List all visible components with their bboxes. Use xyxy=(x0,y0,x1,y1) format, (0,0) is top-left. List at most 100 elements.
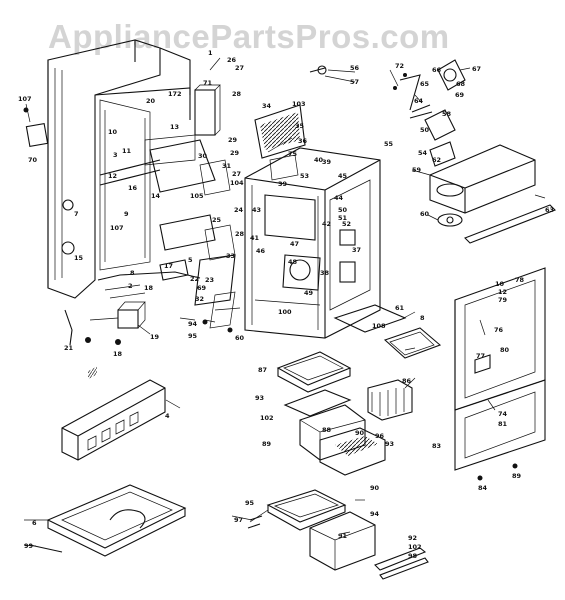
part-label: 107 xyxy=(18,95,32,103)
part-label: 103 xyxy=(292,100,306,108)
part-label: 18 xyxy=(144,284,154,292)
cabinet-shell xyxy=(23,39,201,346)
part-label: 55 xyxy=(384,140,394,148)
part-label: 90 xyxy=(370,484,380,492)
part-label: 95 xyxy=(188,332,198,340)
part-label: 104 xyxy=(230,179,244,187)
part-label: 47 xyxy=(290,240,299,248)
part-label: 95 xyxy=(245,499,255,507)
part-label: 13 xyxy=(170,123,179,131)
part-label: 46 xyxy=(256,247,266,255)
part-label: 6 xyxy=(32,519,37,527)
part-label: 93 xyxy=(255,394,264,402)
part-label: 17 xyxy=(164,262,173,270)
part-label: 97 xyxy=(234,516,243,524)
part-label: 24 xyxy=(234,206,244,214)
part-label: 45 xyxy=(338,172,348,180)
part-label: 14 xyxy=(151,192,161,200)
part-label: 98 xyxy=(408,552,418,560)
part-label: 74 xyxy=(498,410,508,418)
part-label: 15 xyxy=(74,254,84,262)
part-label: 48 xyxy=(288,258,298,266)
part-label: 65 xyxy=(420,80,430,88)
part-label: 19 xyxy=(150,333,160,341)
freezer-liner xyxy=(244,147,381,339)
part-label: 29 xyxy=(230,149,240,157)
part-label: 89 xyxy=(512,472,522,480)
part-label: 53 xyxy=(300,172,309,180)
part-label: 40 xyxy=(314,156,324,164)
part-label: 12 xyxy=(498,288,507,296)
control-parts xyxy=(149,84,236,333)
part-label: 12 xyxy=(108,172,117,180)
part-label: 60 xyxy=(235,334,245,342)
part-label: 70 xyxy=(28,156,38,164)
part-label: 69 xyxy=(197,284,207,292)
part-label: 107 xyxy=(110,224,124,232)
grille-and-pan xyxy=(29,366,187,557)
part-label: 93 xyxy=(385,440,394,448)
part-label: 81 xyxy=(498,420,508,428)
part-label: 32 xyxy=(195,295,204,303)
part-label: 34 xyxy=(262,102,272,110)
part-label: 89 xyxy=(262,440,272,448)
part-label: 58 xyxy=(442,110,452,118)
part-label: 76 xyxy=(494,326,504,334)
part-label: 31 xyxy=(222,162,232,170)
part-label: 52 xyxy=(342,220,351,228)
part-label: 75 xyxy=(288,150,298,158)
part-label: 39 xyxy=(278,180,288,188)
part-label: 50 xyxy=(420,126,430,134)
part-label: 102 xyxy=(408,543,422,551)
part-label: 21 xyxy=(64,344,74,352)
door-panels xyxy=(454,267,546,481)
part-label: 87 xyxy=(258,366,267,374)
part-label: 1 xyxy=(208,49,213,57)
part-label: 172 xyxy=(168,90,182,98)
part-label: 49 xyxy=(304,289,314,297)
part-label: 42 xyxy=(322,220,331,228)
part-label: 105 xyxy=(190,192,204,200)
part-label: 83 xyxy=(432,442,441,450)
part-label: 5 xyxy=(188,256,193,264)
part-label: 57 xyxy=(350,78,359,86)
part-label: 27 xyxy=(235,64,244,72)
part-label: 20 xyxy=(146,97,156,105)
part-label: 78 xyxy=(515,276,525,284)
part-label: 72 xyxy=(395,62,404,70)
part-label: 90 xyxy=(355,429,365,437)
part-label: 43 xyxy=(252,206,261,214)
part-label: 66 xyxy=(432,66,442,74)
part-label: 54 xyxy=(418,149,428,157)
part-label: 22 xyxy=(190,275,199,283)
part-label: 23 xyxy=(205,276,214,284)
part-label: 4 xyxy=(165,412,170,420)
part-label: 8 xyxy=(420,314,425,322)
part-label: 64 xyxy=(414,97,424,105)
part-label: 94 xyxy=(188,320,198,328)
part-label: 51 xyxy=(338,214,348,222)
part-label: 25 xyxy=(212,216,222,224)
part-label: 28 xyxy=(235,230,245,238)
part-label: 69 xyxy=(455,91,465,99)
part-label: 3 xyxy=(113,151,118,159)
part-label: 36 xyxy=(298,137,308,145)
part-label: 37 xyxy=(352,246,361,254)
part-label: 38 xyxy=(320,269,330,277)
part-label: 33 xyxy=(226,252,235,260)
part-label: 59 xyxy=(412,166,422,174)
part-label: 102 xyxy=(260,414,274,422)
part-label: 9 xyxy=(124,210,129,218)
crisper-drawers xyxy=(247,489,429,580)
ice-maker-parts xyxy=(254,65,327,181)
part-label: 56 xyxy=(350,64,360,72)
part-label: 35 xyxy=(295,122,305,130)
part-label: 94 xyxy=(370,510,380,518)
part-label: 39 xyxy=(322,158,332,166)
part-label: 16 xyxy=(128,184,138,192)
part-label: 62 xyxy=(432,156,441,164)
part-label: 10 xyxy=(108,128,118,136)
part-label: 44 xyxy=(334,194,344,202)
ice-bucket xyxy=(393,59,556,244)
